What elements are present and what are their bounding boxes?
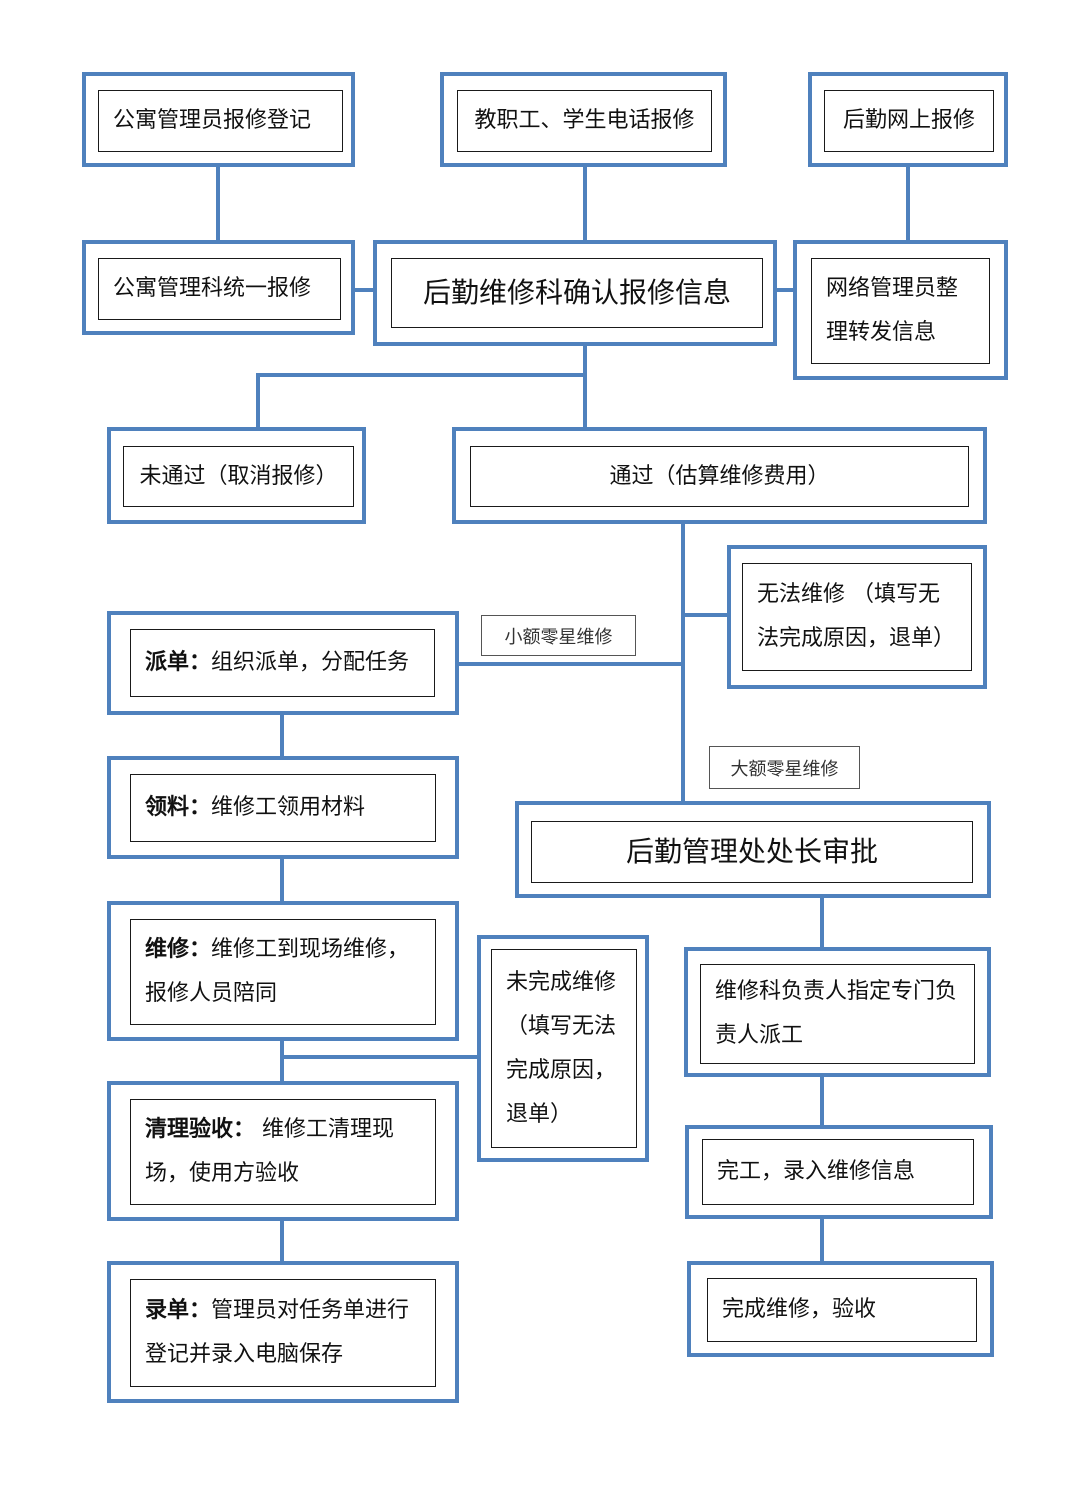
node-assign-worker: 维修科负责人指定专门负责人派工 bbox=[684, 947, 991, 1077]
node-online-report: 后勤网上报修 bbox=[808, 72, 1008, 167]
node-record-title: 录单： bbox=[145, 1298, 212, 1323]
node-unfinished-text: 未完成维修（填写无法完成原因，退单） bbox=[491, 949, 637, 1148]
node-materials: 领料：维修工领用材料 bbox=[107, 756, 459, 859]
node-cleanup-text: 维修工清理现场，使用方验收 bbox=[145, 1117, 395, 1186]
node-confirm-info: 后勤维修科确认报修信息 bbox=[373, 240, 777, 346]
node-record-box: 录单：管理员对任务单进行登记并录入电脑保存 bbox=[130, 1279, 436, 1387]
node-dispatch-box: 派单：组织派单，分配任务 bbox=[130, 629, 435, 697]
node-materials-box: 领料：维修工领用材料 bbox=[130, 774, 436, 842]
node-online-report-text: 后勤网上报修 bbox=[824, 90, 994, 152]
label-large-repair: 大额零星维修 bbox=[709, 746, 860, 789]
node-cleanup-box: 清理验收： 维修工清理现场，使用方验收 bbox=[130, 1099, 436, 1205]
label-small-repair: 小额零星维修 bbox=[481, 615, 636, 656]
node-apartment-register-text: 公寓管理员报修登记 bbox=[98, 90, 343, 152]
node-passed-text: 通过（估算维修费用） bbox=[470, 446, 969, 507]
node-passed: 通过（估算维修费用） bbox=[452, 427, 987, 524]
node-complete-record-text: 完工，录入维修信息 bbox=[702, 1139, 974, 1205]
node-materials-title: 领料： bbox=[145, 795, 212, 820]
node-dispatch: 派单：组织派单，分配任务 bbox=[107, 611, 459, 715]
node-complete-accept-text: 完成维修，验收 bbox=[707, 1278, 977, 1342]
node-repair-box: 维修：维修工到现场维修，报修人员陪同 bbox=[130, 919, 436, 1025]
node-director-approval: 后勤管理处处长审批 bbox=[515, 801, 991, 898]
node-complete-record: 完工，录入维修信息 bbox=[685, 1125, 993, 1219]
node-network-admin-text: 网络管理员整理转发信息 bbox=[811, 258, 990, 364]
node-assign-worker-text: 维修科负责人指定专门负责人派工 bbox=[700, 964, 975, 1064]
node-director-approval-text: 后勤管理处处长审批 bbox=[531, 821, 973, 883]
node-phone-report-text: 教职工、学生电话报修 bbox=[457, 90, 712, 152]
node-record: 录单：管理员对任务单进行登记并录入电脑保存 bbox=[107, 1261, 459, 1403]
node-network-admin: 网络管理员整理转发信息 bbox=[793, 240, 1008, 380]
node-repair-title: 维修： bbox=[145, 937, 212, 962]
node-apartment-register: 公寓管理员报修登记 bbox=[82, 72, 355, 167]
node-apartment-unified-text: 公寓管理科统一报修 bbox=[98, 258, 341, 320]
node-repair-text: 维修工到现场维修，报修人员陪同 bbox=[145, 937, 410, 1006]
node-rejected-text: 未通过（取消报修） bbox=[123, 446, 354, 507]
node-cannot-repair: 无法维修 （填写无法完成原因，退单） bbox=[727, 545, 987, 689]
node-phone-report: 教职工、学生电话报修 bbox=[440, 72, 727, 167]
node-rejected: 未通过（取消报修） bbox=[107, 427, 366, 524]
node-cannot-repair-text: 无法维修 （填写无法完成原因，退单） bbox=[742, 563, 972, 671]
node-complete-accept: 完成维修，验收 bbox=[687, 1261, 994, 1357]
node-unfinished: 未完成维修（填写无法完成原因，退单） bbox=[477, 935, 649, 1162]
node-cleanup-title: 清理验收： bbox=[145, 1117, 256, 1142]
node-apartment-unified: 公寓管理科统一报修 bbox=[82, 240, 355, 335]
node-confirm-info-text: 后勤维修科确认报修信息 bbox=[391, 258, 763, 328]
node-repair: 维修：维修工到现场维修，报修人员陪同 bbox=[107, 901, 459, 1041]
node-record-text: 管理员对任务单进行登记并录入电脑保存 bbox=[145, 1298, 410, 1367]
node-dispatch-text: 组织派单，分配任务 bbox=[211, 650, 410, 675]
node-dispatch-title: 派单： bbox=[145, 650, 212, 675]
node-materials-text: 维修工领用材料 bbox=[211, 795, 366, 820]
node-cleanup: 清理验收： 维修工清理现场，使用方验收 bbox=[107, 1081, 459, 1221]
